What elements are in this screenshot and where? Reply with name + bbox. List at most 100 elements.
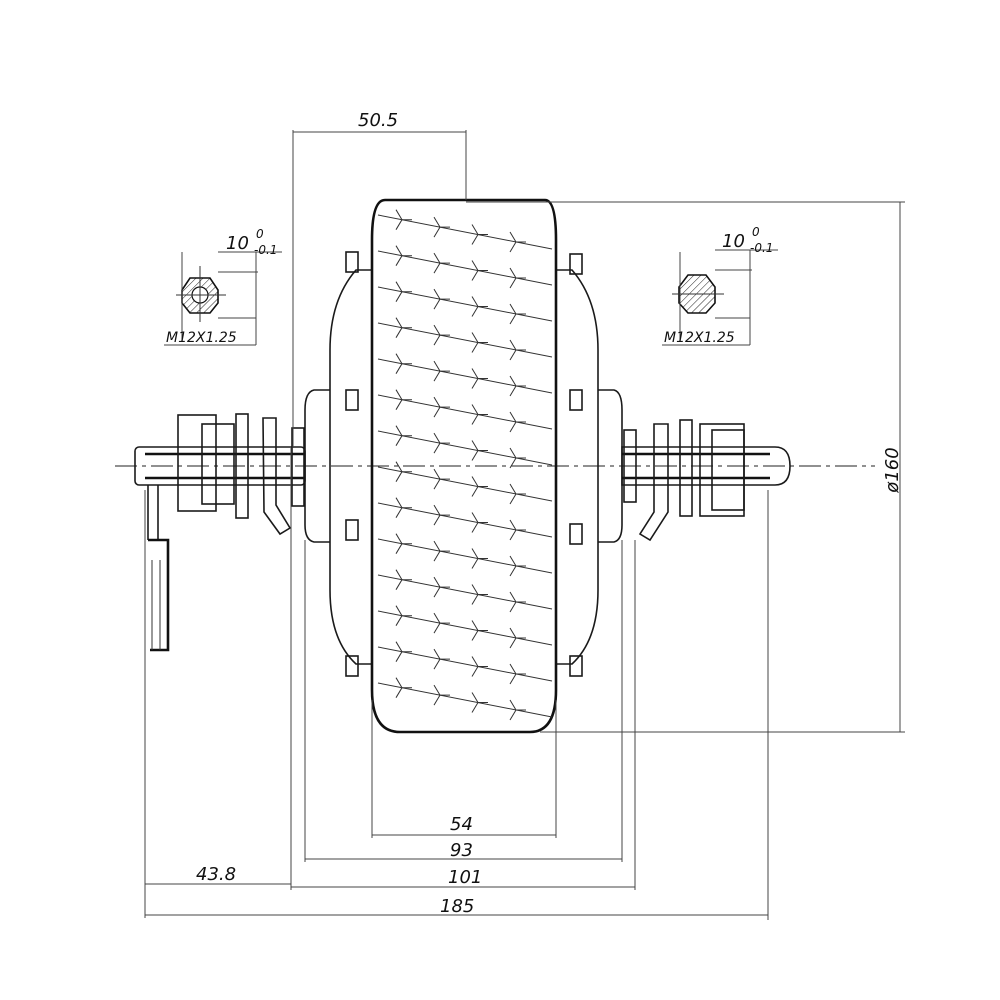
left-thread-label: M12X1.25 — [166, 330, 237, 346]
dim-diameter-label: ø160 — [882, 447, 903, 493]
tread-line — [377, 394, 553, 430]
tread-notch — [471, 296, 488, 317]
left-axle-assembly — [134, 413, 306, 652]
tread-notch — [433, 252, 450, 274]
left-axle-section-detail: 10 0 -0.1 M12X1.25 — [164, 227, 282, 346]
tread-notch — [395, 497, 412, 518]
dim-43-8-label: 43.8 — [196, 864, 236, 885]
tread-notch — [395, 569, 412, 590]
tread-notch — [433, 576, 450, 598]
right-axle-assembly — [621, 419, 791, 542]
tread-notch — [471, 476, 488, 497]
tread-line — [377, 286, 553, 322]
tread-notch — [471, 512, 488, 533]
tread-notch — [433, 324, 450, 346]
hub-motor-body — [304, 251, 623, 677]
tread-notch — [509, 339, 526, 361]
tread-notch — [471, 332, 488, 353]
tread-line — [377, 214, 553, 250]
dim-101: 101 — [290, 448, 636, 890]
tread-notch — [509, 519, 526, 541]
tread-notch — [433, 468, 450, 490]
right-tol-lower: -0.1 — [750, 241, 773, 255]
tread-line — [377, 682, 553, 718]
tread-line — [377, 430, 553, 466]
tread-notch — [509, 411, 526, 433]
tread-notch — [471, 584, 488, 605]
tread-line — [377, 502, 553, 538]
tread-notch — [471, 548, 488, 569]
tread-notch — [471, 224, 488, 245]
dim-185: 185 — [145, 490, 769, 920]
dim-diameter: ø160 — [466, 201, 905, 733]
tread-notch — [395, 245, 412, 266]
tread-notch — [433, 288, 450, 310]
tread-notch — [433, 612, 450, 634]
tread-notch — [395, 533, 412, 554]
left-tol-lower: -0.1 — [254, 243, 277, 257]
tread-notch — [509, 483, 526, 505]
tread-notch — [471, 368, 488, 389]
tread-notch — [433, 216, 450, 238]
tread-notch — [509, 591, 526, 613]
tread-notch — [395, 389, 412, 410]
dim-101-label: 101 — [448, 867, 482, 888]
tread-notch — [395, 641, 412, 662]
tread-notch — [471, 692, 488, 713]
right-axle-section-detail: 10 0 -0.1 M12X1.25 — [662, 225, 778, 346]
tread-line — [377, 466, 553, 502]
tread-notch — [471, 404, 488, 425]
dim-50-5: 50.5 — [292, 110, 467, 448]
tread-line — [377, 574, 553, 610]
tread-notch — [433, 432, 450, 454]
tread-notch — [395, 353, 412, 374]
tread-notch — [471, 440, 488, 461]
tread-notch — [509, 555, 526, 577]
tread-notch — [395, 281, 412, 302]
dim-54: 54 — [371, 700, 557, 838]
dim-185-label: 185 — [440, 896, 474, 917]
tread-notch — [509, 231, 526, 253]
tread-notch — [471, 656, 488, 677]
tread-notch — [509, 663, 526, 685]
tread-notch — [509, 303, 526, 325]
left-tol-upper: 0 — [256, 227, 264, 241]
dim-50-5-label: 50.5 — [358, 110, 398, 131]
tread-notch — [395, 317, 412, 338]
tread-notch — [433, 684, 450, 706]
right-flat-dim: 10 — [722, 231, 745, 252]
tread-notch — [433, 360, 450, 382]
tread-notch — [433, 504, 450, 526]
tread-line — [377, 610, 553, 646]
left-flat-dim: 10 — [226, 233, 249, 254]
tire — [370, 198, 558, 734]
dim-93-label: 93 — [450, 840, 473, 861]
right-thread-label: M12X1.25 — [664, 330, 735, 346]
tread-notch — [395, 677, 412, 698]
dim-43-8: 43.8 — [144, 490, 291, 918]
tread-notch — [395, 425, 412, 446]
tread-notch — [509, 267, 526, 289]
tread-line — [377, 250, 553, 286]
tread-notch — [509, 699, 526, 721]
tread-notch — [433, 540, 450, 562]
tread-notch — [433, 396, 450, 418]
tread-notch — [395, 209, 412, 230]
tread-line — [377, 538, 553, 574]
tread-notch — [509, 375, 526, 397]
tread-notch — [509, 627, 526, 649]
dim-93: 93 — [304, 540, 623, 862]
tread-line — [377, 358, 553, 394]
tread-line — [377, 646, 553, 682]
tread-notch — [471, 620, 488, 641]
tread-line — [377, 322, 553, 358]
tread-notch — [433, 648, 450, 670]
right-tol-upper: 0 — [752, 225, 760, 239]
tread-notch — [395, 605, 412, 626]
tread-notch — [509, 447, 526, 469]
tread-notch — [395, 461, 412, 482]
dim-54-label: 54 — [450, 814, 473, 835]
tread-notch — [471, 260, 488, 281]
